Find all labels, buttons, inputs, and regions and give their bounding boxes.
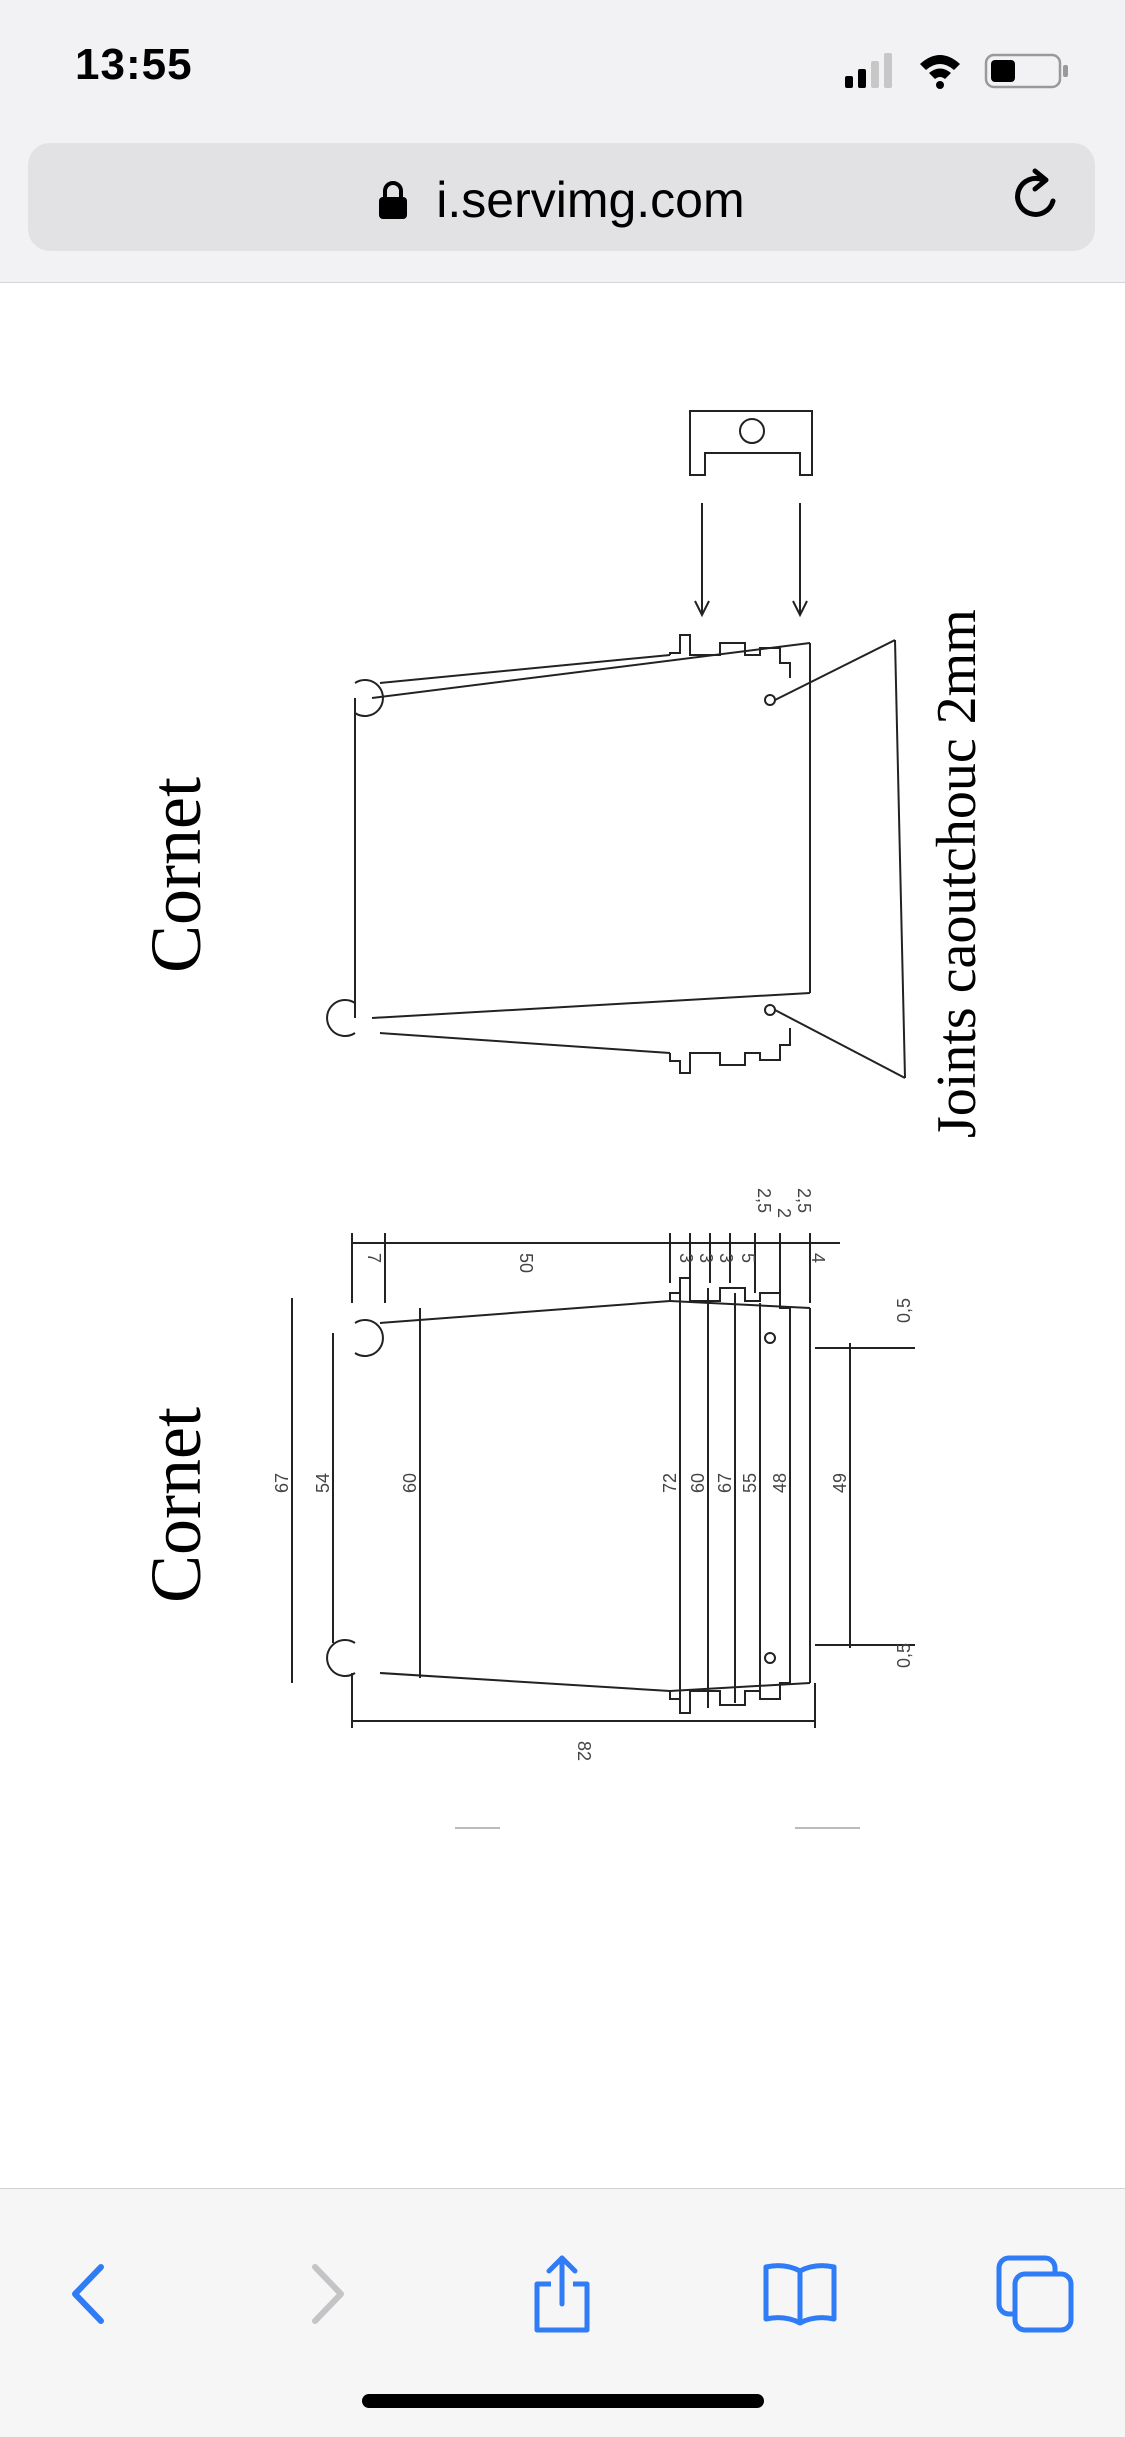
back-button[interactable] (36, 2239, 146, 2349)
status-bar: 13:55 (0, 0, 1125, 130)
url-text: i.servimg.com (436, 172, 745, 228)
dim-3b: 3 (696, 1253, 716, 1263)
status-time: 13:55 (75, 40, 193, 89)
share-icon (534, 2255, 590, 2333)
dim-82: 82 (574, 1741, 594, 1761)
dim-67-mid: 67 (715, 1473, 735, 1493)
tabs-button[interactable] (980, 2239, 1090, 2349)
web-content[interactable]: Cornet Cornet Joints caoutchouc 2mm 67 5… (0, 282, 1125, 2189)
assembly-view (326, 634, 906, 1079)
dim-60-mid: 60 (688, 1473, 708, 1493)
dim-54: 54 (313, 1473, 333, 1493)
dim-7: 7 (364, 1253, 384, 1263)
lock-icon (379, 180, 408, 219)
cellular-signal-icon (845, 53, 892, 88)
battery-icon (984, 53, 1068, 89)
dim-3c: 3 (716, 1253, 736, 1263)
dim-2: 2 (774, 1208, 794, 1218)
dim-55: 55 (740, 1473, 760, 1493)
chevron-right-icon (312, 2264, 344, 2324)
dim-2-5a: 2,5 (754, 1188, 774, 1213)
wifi-icon (920, 55, 960, 89)
dim-67-outer: 67 (272, 1473, 292, 1493)
share-button[interactable] (507, 2239, 617, 2349)
title-bottom: Cornet (136, 1407, 216, 1603)
tabs-icon (996, 2255, 1074, 2333)
dimension-view (291, 1233, 915, 1728)
dim-2-5b: 2,5 (794, 1188, 814, 1213)
status-icons (845, 53, 1068, 89)
dim-4: 4 (808, 1253, 828, 1263)
chevron-left-icon (72, 2264, 104, 2324)
address-display[interactable]: i.servimg.com (28, 171, 1095, 229)
reload-icon[interactable] (1005, 165, 1067, 227)
dim-72: 72 (660, 1473, 680, 1493)
dim-50: 50 (516, 1253, 536, 1273)
clip-detail (689, 410, 813, 618)
dim-0-5-top: 0,5 (894, 1298, 914, 1323)
dim-0-5-bottom: 0,5 (894, 1643, 914, 1668)
dim-48: 48 (770, 1473, 790, 1493)
address-bar[interactable]: i.servimg.com (28, 143, 1095, 251)
forward-button[interactable] (270, 2239, 380, 2349)
book-icon (763, 2263, 837, 2326)
technical-drawing: Cornet Cornet Joints caoutchouc 2mm 67 5… (136, 410, 988, 1829)
title-top: Cornet (136, 777, 216, 973)
dim-60-top: 60 (400, 1473, 420, 1493)
rubber-joint-caption: Joints caoutchouc 2mm (926, 609, 988, 1138)
dim-49: 49 (830, 1473, 850, 1493)
dim-5: 5 (738, 1253, 758, 1263)
dim-3a: 3 (676, 1253, 696, 1263)
home-indicator[interactable] (362, 2394, 764, 2408)
bookmarks-button[interactable] (745, 2239, 855, 2349)
